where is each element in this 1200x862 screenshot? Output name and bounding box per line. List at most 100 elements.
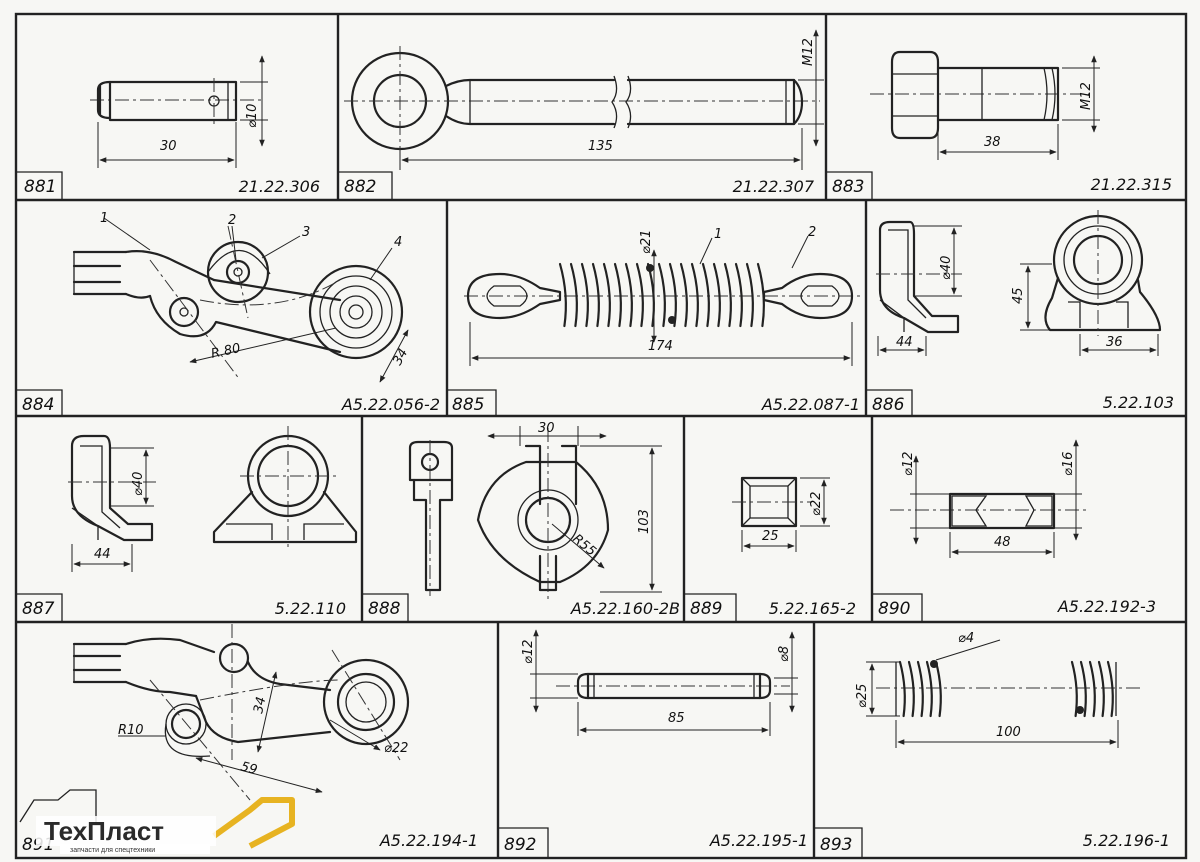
cell-890-number: 890: [878, 599, 910, 619]
dim-892-head-diameter: ⌀12: [521, 640, 536, 664]
part-884-lever-assembly: 1 2 3 4 R 80 34: [72, 211, 411, 383]
callout-884-1: 1: [100, 211, 108, 226]
cell-884-code: A5.22.056-2: [341, 395, 440, 414]
spring-coil: [580, 262, 589, 328]
spring-coil: [602, 262, 611, 328]
cell-888-code: A5.22.160-2B: [570, 599, 680, 618]
dim-883-thread: M12: [1079, 82, 1094, 110]
dim-886-height: 45: [1011, 287, 1026, 304]
spring-coil: [745, 262, 754, 328]
spring-coil: [1070, 660, 1078, 718]
spring-coil: [907, 660, 915, 718]
callout-885-1: 1: [714, 227, 722, 242]
spring-coil: [646, 262, 655, 328]
spring-coil: [591, 262, 600, 328]
dim-885-length: 174: [648, 339, 673, 354]
dim-890-outer-diameter: ⌀16: [1061, 452, 1076, 476]
cell-890-code: A5.22.192-3: [1057, 597, 1156, 616]
cell-885-number: 885: [452, 395, 484, 415]
spring-coil: [723, 262, 732, 328]
part-890-sleeve: ⌀12 ⌀16 48: [890, 439, 1090, 558]
dim-883-length: 38: [984, 135, 1001, 150]
dim-893-length: 100: [996, 725, 1021, 740]
spring-coil: [569, 262, 578, 328]
part-893-spring: ⌀4 ⌀25 100: [855, 631, 1140, 748]
spring-coil: [898, 660, 906, 718]
spring-coil: [1106, 660, 1114, 718]
spring-coil: [734, 262, 743, 328]
callout-885-2: 2: [808, 225, 816, 240]
dim-889-length: 25: [762, 529, 779, 544]
spring-coil: [624, 262, 633, 328]
dim-884-width: 34: [390, 346, 411, 368]
part-882-eye-bolt: 135 M12: [344, 29, 824, 170]
dim-893-wire: ⌀4: [958, 631, 974, 646]
cell-884-number: 884: [22, 395, 54, 415]
part-886-bracket: ⌀40 44 45 36: [876, 210, 1162, 356]
part-892-pin: ⌀12 ⌀8 85: [521, 629, 798, 736]
spring-coil: [657, 262, 666, 328]
spring-coil: [1079, 660, 1087, 718]
spring-coil: [558, 262, 567, 328]
grid-frame: [14, 12, 1188, 860]
spring-coil: [635, 262, 644, 328]
dim-884-radius: R 80: [210, 341, 242, 362]
cell-886-number: 886: [872, 395, 905, 415]
cell-891-code: A5.22.194-1: [379, 831, 478, 850]
part-891-lever: R10 34 59 ⌀22: [72, 624, 410, 801]
cell-887-number: 887: [22, 599, 55, 619]
logo-name: ТехПласт: [44, 816, 164, 846]
cell-893-number: 893: [820, 835, 852, 855]
part-887-bracket: ⌀40 44: [68, 426, 358, 572]
dim-886-diameter: ⌀40: [939, 256, 954, 280]
cell-889-code: 5.22.165-2: [769, 599, 856, 618]
dim-889-diameter: ⌀22: [809, 492, 824, 516]
dim-892-end-diameter: ⌀8: [777, 646, 792, 662]
dim-893-diameter: ⌀25: [855, 684, 870, 708]
dim-891-length: 59: [239, 759, 259, 778]
cell-881-code: 21.22.306: [239, 177, 320, 196]
spring-coil: [679, 262, 688, 328]
part-888-sector-plate: 30 103 R55: [408, 421, 662, 600]
dim-887-width: 44: [94, 547, 111, 562]
spring-coil: [756, 262, 765, 328]
spring-coil: [916, 660, 924, 718]
dim-887-diameter: ⌀40: [131, 472, 146, 496]
dim-891-radius: R10: [118, 723, 144, 738]
cell-888-number: 888: [368, 599, 401, 619]
callout-884-3: 3: [302, 225, 310, 240]
dim-891-width: 34: [251, 696, 269, 715]
dim-882-length: 135: [588, 139, 613, 154]
part-885-spring: ⌀21 1 2 174: [464, 225, 862, 366]
spring-coil: [1088, 660, 1096, 718]
spring-coil: [613, 262, 622, 328]
dim-885-diameter: ⌀21: [639, 230, 654, 254]
part-881-pin: 30 ⌀10: [90, 55, 268, 168]
spring-coil: [712, 262, 721, 328]
cell-893-code: 5.22.196-1: [1083, 831, 1170, 850]
part-889-bushing: 25 ⌀22: [732, 476, 830, 552]
spring-coil: [1097, 660, 1105, 718]
callout-884-4: 4: [394, 235, 402, 250]
cell-892-number: 892: [504, 835, 536, 855]
dim-888-height: 103: [637, 509, 652, 534]
dim-882-thread: M12: [801, 38, 816, 66]
dim-890-length: 48: [994, 535, 1011, 550]
dim-891-diameter: ⌀22: [384, 741, 408, 756]
cell-886-code: 5.22.103: [1103, 393, 1174, 412]
spring-coil: [701, 262, 710, 328]
cell-881-number: 881: [24, 177, 56, 197]
part-883-hex-bolt: 38 M12: [870, 50, 1100, 160]
spring-coil: [925, 660, 933, 718]
spring-893-coils: [898, 660, 1114, 718]
logo-tagline: запчасти для спецтехники: [70, 847, 155, 854]
dim-888-width: 30: [538, 421, 555, 436]
spring-coil: [934, 660, 942, 718]
dim-892-length: 85: [668, 711, 685, 726]
cell-887-code: 5.22.110: [275, 599, 346, 618]
dim-881-length: 30: [160, 139, 177, 154]
brand-logo: ТехПласт запчасти для спецтехники: [19, 789, 295, 854]
cell-labels: 881 21.22.306 882 21.22.307 883 21.22.31…: [22, 175, 1174, 855]
